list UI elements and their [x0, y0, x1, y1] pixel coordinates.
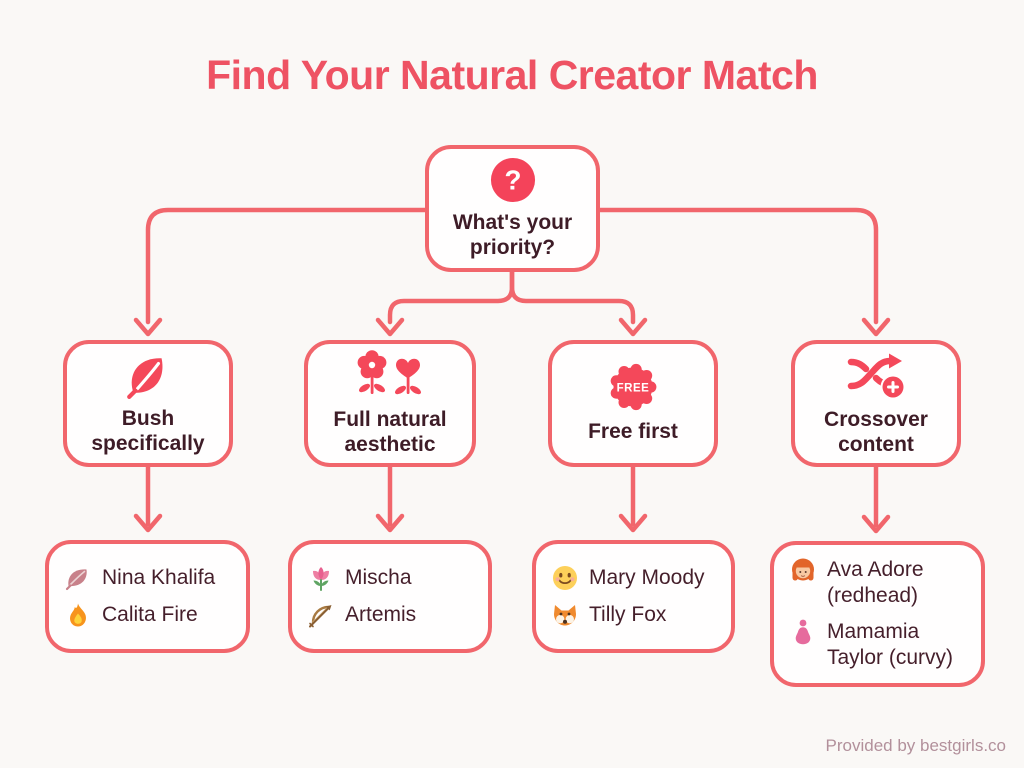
question-glyph: ?: [504, 164, 521, 195]
node-root: ? What's your priority?: [425, 145, 600, 272]
node-free-first: FREE Free first: [548, 340, 718, 467]
node-full-natural-aesthetic: Full natural aesthetic: [304, 340, 476, 467]
branch-label: Bush specifically: [91, 406, 205, 455]
redhead-woman-emoji-icon: [790, 557, 816, 583]
creator-row: Calita Fire: [65, 602, 230, 628]
fire-emoji-icon: [65, 602, 91, 628]
creator-row: Mamamia Taylor (curvy): [790, 619, 965, 672]
creator-name: Mischa: [345, 565, 412, 589]
creator-row: Tilly Fox: [552, 602, 715, 628]
branch-label: Full natural aesthetic: [333, 407, 447, 456]
footer-credit: Provided by bestgirls.co: [825, 736, 1006, 755]
creator-name: Ava Adore (redhead): [827, 558, 924, 608]
creator-name: Nina Khalifa: [102, 565, 216, 589]
root-label: What's your priority?: [452, 210, 573, 259]
creator-row: Ava Adore (redhead): [790, 557, 965, 610]
question-mark-icon: ?: [490, 157, 536, 203]
creator-row: Artemis: [308, 602, 472, 628]
free-badge-text: FREE: [617, 383, 650, 395]
fox-emoji-icon: [552, 602, 578, 628]
leaf-icon: [124, 351, 172, 399]
creators-crossover: Ava Adore (redhead) Mamamia Taylor (curv…: [770, 541, 985, 687]
branch-label: Free first: [588, 420, 678, 444]
smiley-emoji-icon: [552, 565, 578, 591]
creators-bush: Nina Khalifa Calita Fire: [45, 540, 250, 653]
tulip-emoji-icon: [308, 565, 334, 591]
creators-free-first: Mary Moody Tilly Fox: [532, 540, 735, 653]
creator-name: Mary Moody: [589, 565, 705, 589]
creators-full-natural: Mischa Artemis: [288, 540, 492, 653]
creator-name: Mamamia Taylor (curvy): [827, 619, 954, 669]
node-bush-specifically: Bush specifically: [63, 340, 233, 467]
flower-heart-icon: [352, 349, 428, 400]
creator-name: Calita Fire: [102, 603, 198, 626]
branch-label: Crossover content: [824, 407, 928, 456]
bow-arrow-emoji-icon: [308, 602, 334, 628]
creator-name: Tilly Fox: [589, 603, 667, 626]
curvy-woman-icon: [790, 619, 816, 645]
creator-row: Mischa: [308, 565, 472, 591]
page-title: Find Your Natural Creator Match: [206, 52, 818, 98]
leaf-emoji-icon: [65, 565, 91, 591]
node-crossover-content: Crossover content: [791, 340, 961, 467]
creator-row: Mary Moody: [552, 565, 715, 591]
creator-row: Nina Khalifa: [65, 565, 230, 591]
free-badge-icon: FREE: [608, 362, 658, 412]
creator-name: Artemis: [345, 603, 417, 626]
shuffle-plus-icon: [845, 350, 907, 400]
